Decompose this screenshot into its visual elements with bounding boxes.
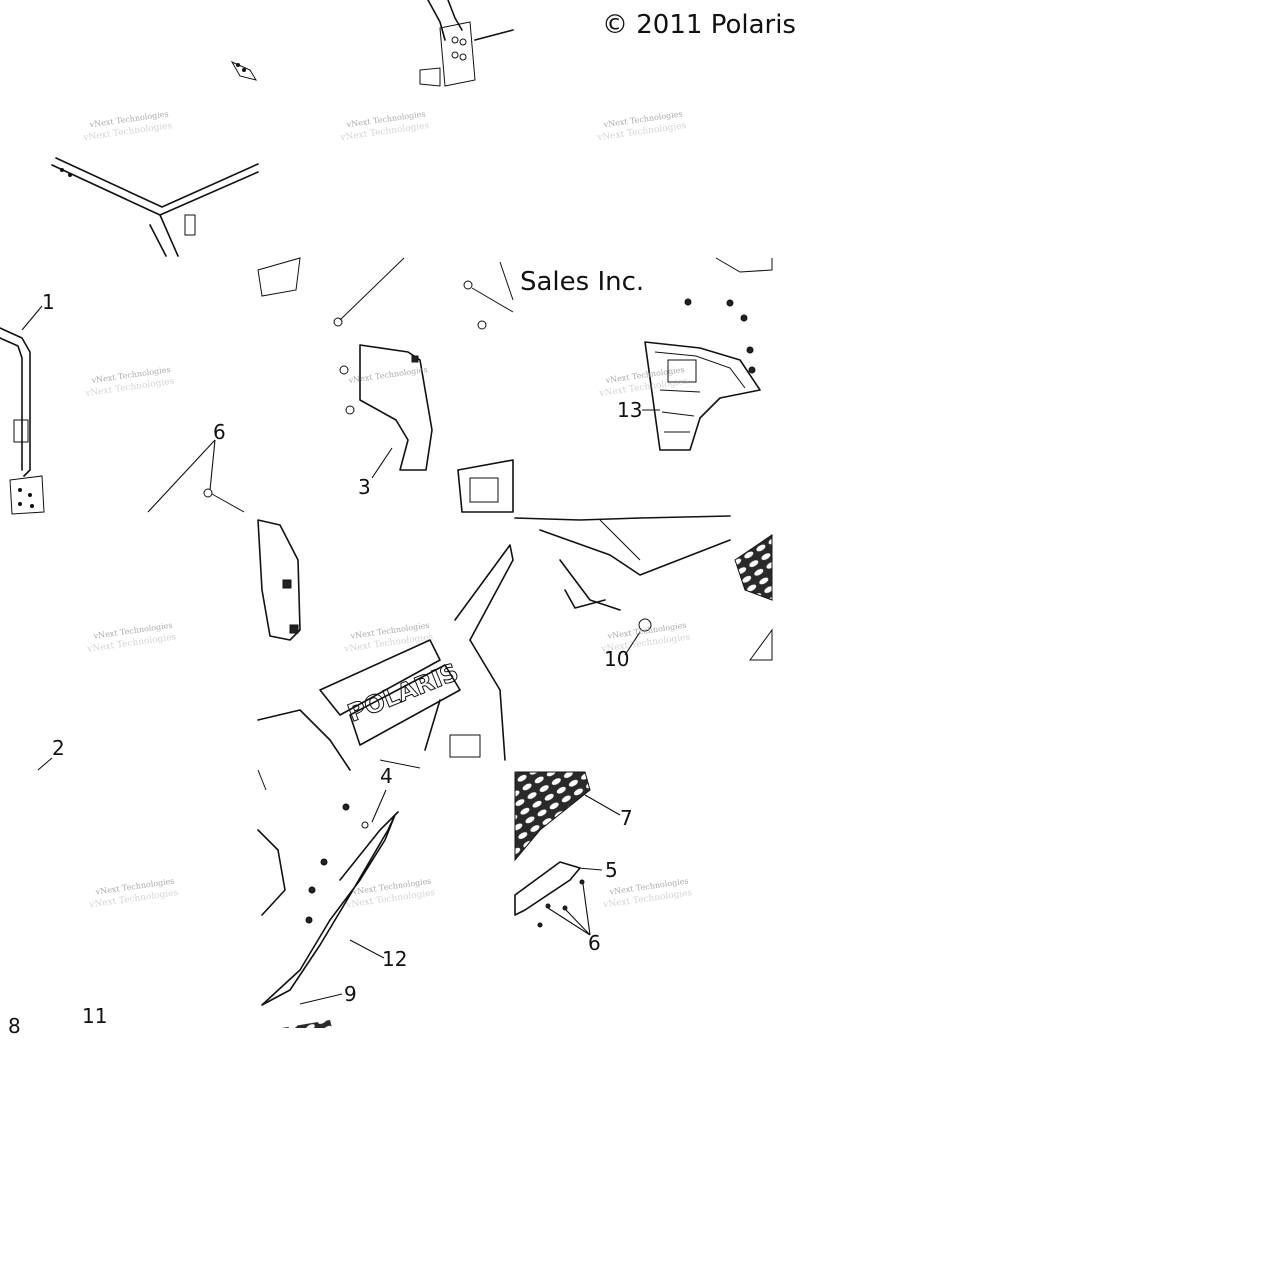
watermarks: vNext Technologies vNext Technologies vN… (82, 109, 693, 910)
hood-assembly: POLARIS (257, 544, 514, 771)
callout-labels: 1 2 3 4 5 6 6 7 8 9 10 11 12 13 (8, 290, 642, 1038)
side-panel (257, 519, 301, 641)
copyright-notice-continued: Sales Inc. (520, 267, 645, 297)
callout-13: 13 (617, 398, 642, 422)
callout-12: 12 (382, 947, 407, 971)
callout-7: 7 (620, 806, 633, 830)
callout-1: 1 (42, 290, 55, 314)
callout-9: 9 (344, 982, 357, 1006)
front-fascia (514, 515, 773, 661)
callout-2: 2 (52, 736, 65, 760)
callout-6a: 6 (213, 420, 226, 444)
callout-6b: 6 (588, 931, 601, 955)
callout-4: 4 (380, 764, 393, 788)
grille-insert-13 (642, 257, 773, 451)
copyright-notice: © 2011 Polaris (602, 10, 796, 40)
callout-5: 5 (605, 858, 618, 882)
lower-panel-12 (257, 769, 399, 1028)
roll-cage-bracket (419, 0, 514, 87)
callout-8: 8 (8, 1014, 21, 1038)
bracket-3 (257, 257, 514, 513)
roll-cage-side (0, 305, 45, 515)
callout-11: 11 (82, 1004, 107, 1028)
grille-trim-5 (514, 861, 603, 936)
hood-logo: POLARIS (344, 658, 463, 728)
callout-10: 10 (604, 647, 629, 671)
callout-3: 3 (358, 475, 371, 499)
screw-6 (147, 439, 245, 513)
grille-7 (514, 771, 621, 862)
roll-cage-top-left (51, 60, 259, 257)
